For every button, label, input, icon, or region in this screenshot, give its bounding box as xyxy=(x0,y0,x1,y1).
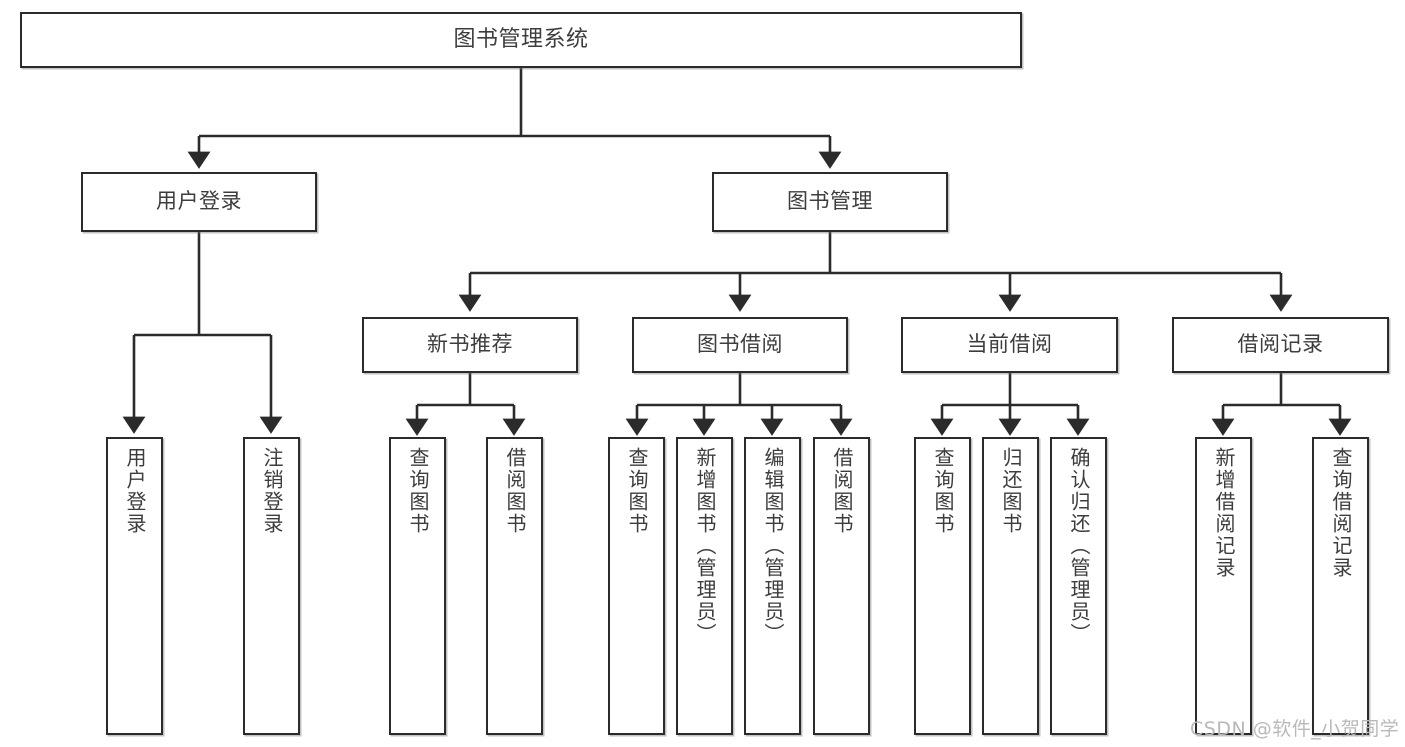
node-label: 查询借阅记录 xyxy=(1329,447,1353,579)
node-label: 确认归还（管理员） xyxy=(1067,447,1091,645)
leaf-recommend-query-book[interactable]: 查询图书 xyxy=(389,437,446,735)
leaf-current-query-book[interactable]: 查询图书 xyxy=(914,437,971,735)
leaf-current-return-book[interactable]: 归还图书 xyxy=(982,437,1039,735)
node-label: 用户登录 xyxy=(156,189,242,214)
leaf-record-query-record[interactable]: 查询借阅记录 xyxy=(1312,437,1369,735)
node-label: 归还图书 xyxy=(999,447,1023,535)
node-current-borrow[interactable]: 当前借阅 xyxy=(901,317,1118,373)
node-label: 查询图书 xyxy=(625,447,649,535)
node-label: 借阅记录 xyxy=(1237,332,1324,357)
leaf-borrow-add-book-admin[interactable]: 新增图书（管理员） xyxy=(676,437,733,735)
node-book-management[interactable]: 图书管理 xyxy=(712,172,948,232)
node-label: 新书推荐 xyxy=(427,332,513,357)
leaf-user-login-signout[interactable]: 注销登录 xyxy=(243,437,300,735)
node-borrow-record[interactable]: 借阅记录 xyxy=(1172,317,1389,373)
node-label: 编辑图书（管理员） xyxy=(761,447,785,645)
node-label: 新增图书（管理员） xyxy=(693,447,717,645)
node-book-borrow[interactable]: 图书借阅 xyxy=(632,317,848,373)
leaf-borrow-edit-book-admin[interactable]: 编辑图书（管理员） xyxy=(744,437,801,735)
node-label: 借阅图书 xyxy=(503,447,527,535)
node-label: 注销登录 xyxy=(260,447,284,535)
node-user-login[interactable]: 用户登录 xyxy=(81,172,317,232)
csdn-watermark: CSDN @软件_小贺同学 xyxy=(1190,718,1400,740)
node-label: 新增借阅记录 xyxy=(1212,447,1236,579)
node-label: 图书管理系统 xyxy=(453,26,589,52)
node-label: 查询图书 xyxy=(931,447,955,535)
node-new-book-recommend[interactable]: 新书推荐 xyxy=(362,317,578,373)
leaf-record-add-record[interactable]: 新增借阅记录 xyxy=(1195,437,1252,735)
node-label: 图书管理 xyxy=(787,189,873,214)
node-label: 用户登录 xyxy=(123,447,147,535)
node-label: 当前借阅 xyxy=(966,332,1053,357)
leaf-borrow-borrow-book[interactable]: 借阅图书 xyxy=(813,437,870,735)
leaf-user-login-signin[interactable]: 用户登录 xyxy=(106,437,163,735)
leaf-current-confirm-return-admin[interactable]: 确认归还（管理员） xyxy=(1050,437,1107,735)
node-label: 借阅图书 xyxy=(830,447,854,535)
leaf-borrow-query-book[interactable]: 查询图书 xyxy=(608,437,665,735)
node-label: 图书借阅 xyxy=(697,332,783,357)
leaf-recommend-borrow-book[interactable]: 借阅图书 xyxy=(486,437,543,735)
node-label: 查询图书 xyxy=(406,447,430,535)
node-root-system[interactable]: 图书管理系统 xyxy=(20,12,1022,68)
